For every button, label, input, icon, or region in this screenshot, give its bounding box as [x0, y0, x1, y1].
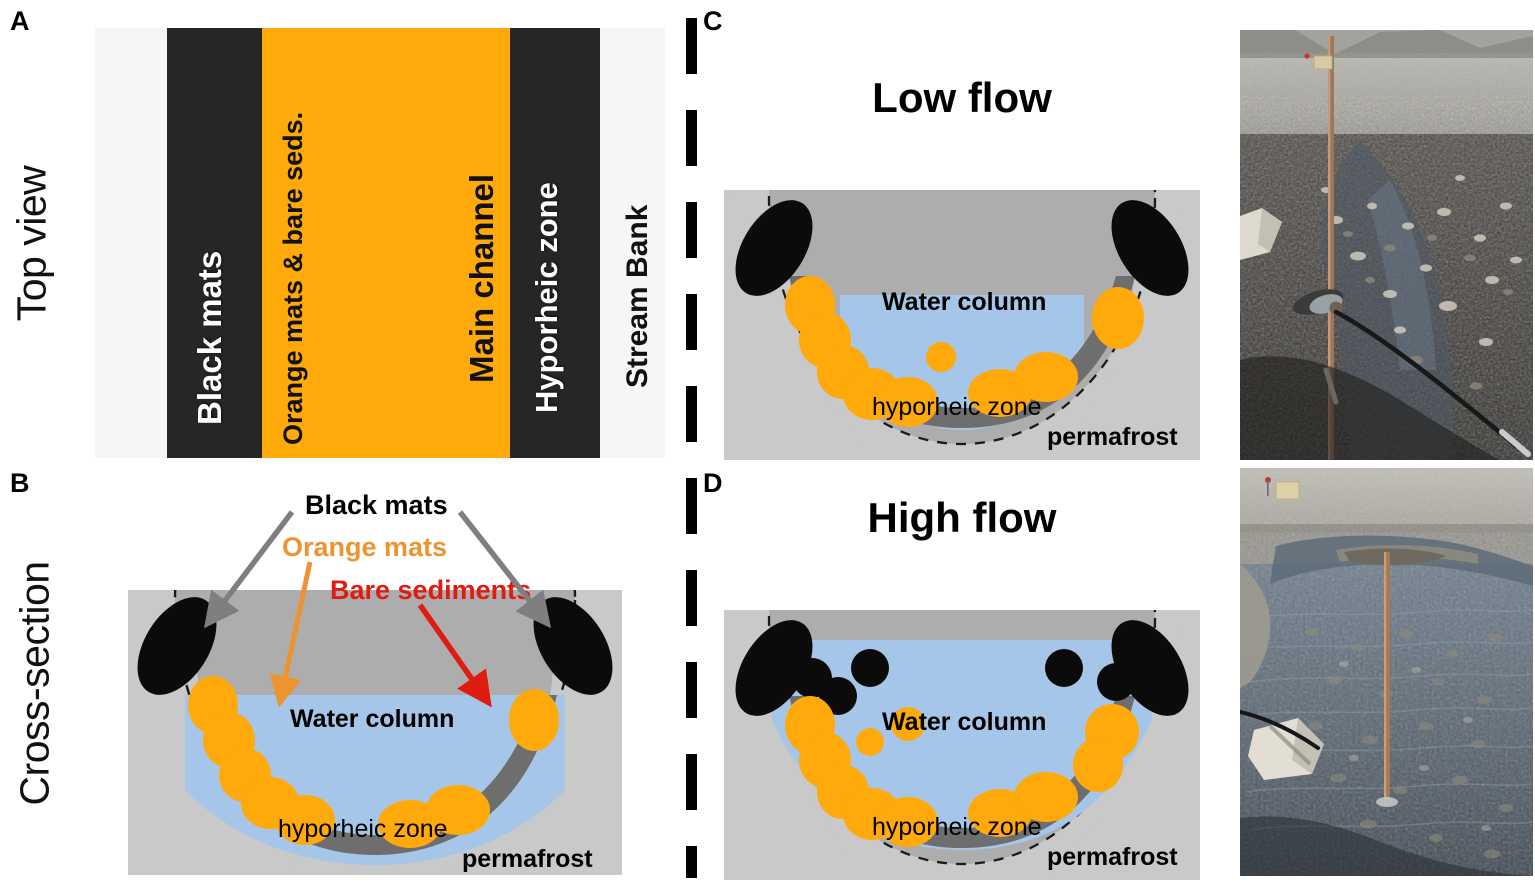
black-mat-left-d	[735, 620, 813, 716]
panel-a-diagram	[95, 28, 665, 458]
orange-mats-group-c	[785, 276, 1144, 427]
panel-c-title: Low flow	[872, 74, 1052, 121]
panel-b-label-black-mats: Black mats	[305, 490, 448, 520]
panel-divider-dashed	[686, 18, 697, 878]
panel-a-label-orange-mats-bare-seds: Orange mats & bare seds.	[278, 111, 308, 445]
panel-d-high-flow: High flow	[712, 480, 1212, 880]
photo-high-flow-image	[1240, 468, 1533, 876]
row-label-top-view: Top view	[8, 165, 55, 322]
panel-d-label-water-column: Water column	[882, 708, 1047, 736]
panel-c-label-water-column: Water column	[882, 288, 1047, 316]
panel-d-label-hyporheic-zone: hyporheic zone	[872, 813, 1042, 841]
panel-c-label-permafrost: permafrost	[1047, 423, 1178, 451]
panel-a-label-main-channel: Main channel	[463, 173, 500, 383]
panel-b-label-permafrost: permafrost	[462, 845, 593, 873]
panel-a-label-black-mats: Black mats	[191, 250, 228, 425]
panel-a-label-stream-bank: Stream Bank	[621, 204, 654, 388]
panel-letter-d: D	[703, 468, 723, 498]
black-mat-left-c	[735, 200, 813, 296]
panel-a-top-view: Black mats Orange mats & bare seds. Main…	[95, 28, 665, 458]
panel-letter-c: C	[703, 6, 723, 36]
panel-b-label-orange-mats: Orange mats	[282, 532, 448, 562]
permafrost-boundary-dashed-c	[767, 190, 1157, 446]
panel-b-label-hyporheic-zone: hyporheic zone	[278, 815, 448, 843]
orange-mats-group	[188, 676, 559, 848]
panel-letter-a: A	[10, 6, 30, 36]
black-mat-left	[137, 597, 217, 695]
photo-high-flow	[1240, 468, 1533, 876]
panel-letter-b: B	[10, 468, 30, 498]
row-label-cross-section: Cross-section	[11, 561, 58, 806]
suspended-black-fragments-d	[792, 649, 1135, 715]
panel-b-cross-section: Black mats Orange mats Bare sediments Wa…	[110, 490, 640, 875]
panel-c-low-flow: Low flow	[712, 60, 1212, 460]
permafrost-boundary-dashed	[173, 590, 577, 857]
panel-c-label-hyporheic-zone: hyporheic zone	[872, 393, 1042, 421]
orange-mats-group-d	[785, 696, 1139, 847]
panel-a-label-hyporheic-zone: Hyporheic zone	[529, 182, 564, 413]
photo-low-flow-image	[1240, 30, 1533, 460]
panel-d-label-permafrost: permafrost	[1047, 843, 1178, 871]
photo-low-flow	[1240, 30, 1533, 460]
permafrost-boundary-dashed-d	[767, 610, 1157, 866]
panel-c-diagram	[724, 190, 1200, 460]
panel-b-label-water-column: Water column	[290, 705, 455, 733]
black-mat-right	[533, 597, 613, 695]
panel-d-title: High flow	[867, 494, 1057, 541]
panel-d-diagram	[724, 610, 1200, 880]
panel-b-label-bare-sediments: Bare sediments	[330, 575, 532, 605]
black-mat-right-c	[1111, 200, 1189, 296]
